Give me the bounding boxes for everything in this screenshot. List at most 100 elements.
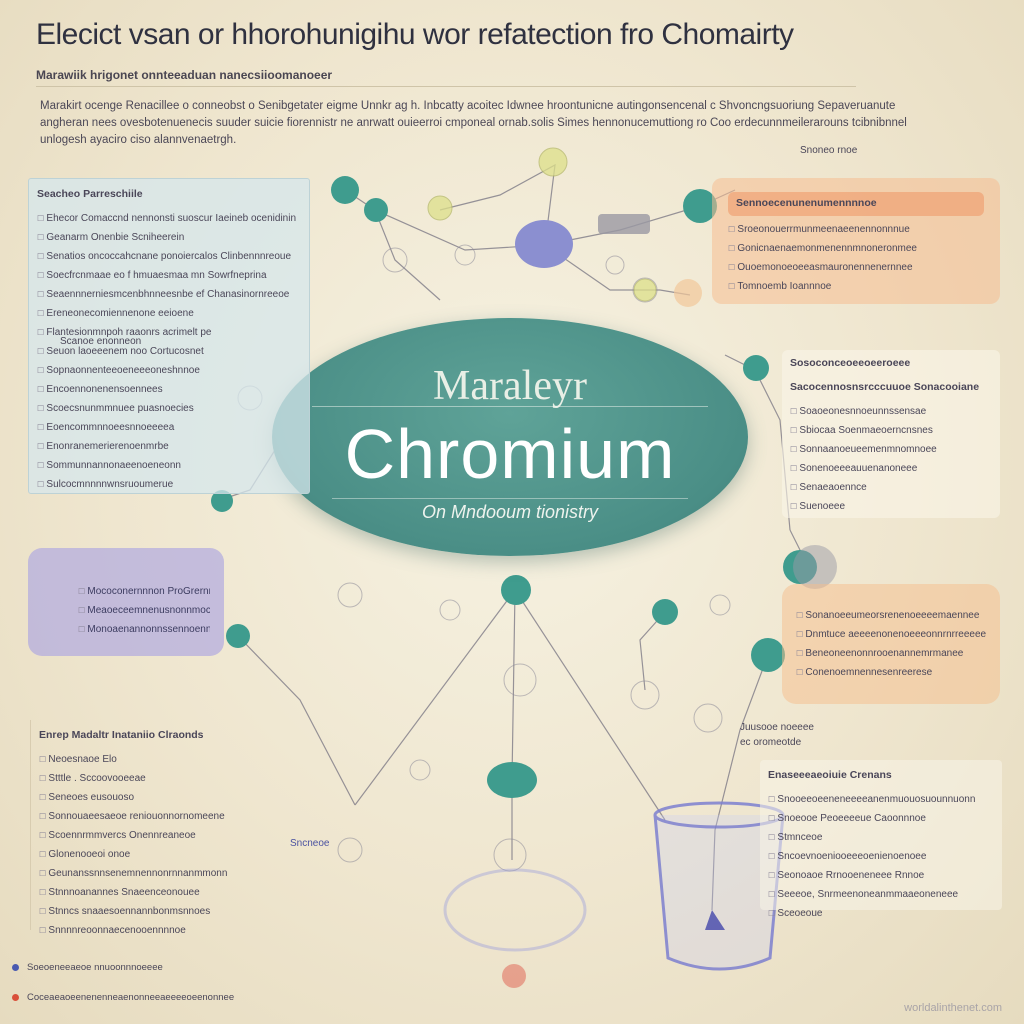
tag-label: Juusooe noeeee ec oromeotde xyxy=(740,720,814,750)
panel-right-lower: Sonanoeeumeorsrenenoeeeemaennee Dnmtuce … xyxy=(782,584,1000,704)
tag-label: Snoneo rnoe xyxy=(800,145,858,156)
yellow-node xyxy=(427,195,453,221)
list-item: Seeeoe, Snrmeenoneanmmaaeoneneee xyxy=(768,885,994,904)
list-item: Conenoemnennesenreerese xyxy=(796,663,986,682)
list-item: Soaoeonesnnoeunnssensae xyxy=(790,402,992,421)
teal-node xyxy=(487,762,537,798)
panel-right-top: Sennoecenunenumennnnoe Sroeonouerrmunmee… xyxy=(712,178,1000,304)
list-item: Sbiocaa Soenmaeoerncnsnes xyxy=(790,421,992,440)
tag-label: Sncneoe xyxy=(290,838,330,849)
list-item: Snnnnreoonnaecenooennnnoe xyxy=(39,921,277,940)
list-item: Glonenooeoi onoe xyxy=(39,845,277,864)
list-item: Sroeonouerrmunmeenaeenennonnnue xyxy=(728,220,984,239)
network-ring xyxy=(632,277,658,303)
network-ring xyxy=(454,244,476,266)
network-edge xyxy=(711,654,769,911)
red-dot xyxy=(502,964,526,988)
glow-ring xyxy=(443,868,587,952)
teal-node xyxy=(331,176,359,204)
network-ring xyxy=(409,759,431,781)
panel-subheading: Sacocennosnsrcccuuoe Sonacooiane xyxy=(790,380,980,393)
teal-node xyxy=(364,198,388,222)
panel-heading: Sennoecenunenumennnnoe xyxy=(728,192,984,216)
network-edge xyxy=(237,635,356,806)
central-ellipse: Maraleyr Chromium On Mndooum tionistry xyxy=(272,318,748,556)
network-ring xyxy=(337,837,363,863)
list-item: Seonoaoe Rrnooeneneee Rnnoe xyxy=(768,866,994,885)
panel-left-top: Seacheo Parreschiile Ehecor Comaccnd nen… xyxy=(28,178,310,494)
panel-heading: Sosoconceoeeoeeroeee xyxy=(790,357,911,369)
legend-text: Coceaeaoeenenenneaenonneeaeeeeoeenonnee xyxy=(27,992,235,1003)
network-edge xyxy=(511,589,516,860)
panel-heading: Enaseeeaeoiuie Crenans xyxy=(768,769,892,781)
list-item: Eoencommnnoeesnnoeeeea xyxy=(37,418,301,437)
list-item: Suenoeee xyxy=(790,497,992,516)
list-item: Stttle . Sccoovooeeae xyxy=(39,769,277,788)
purple-node xyxy=(515,220,573,268)
list-item: Geanarm Onenbie Scniheerein xyxy=(37,228,301,247)
list-item: Enonranemerierenoenmrbe xyxy=(37,437,301,456)
network-edge xyxy=(514,589,666,821)
list-item: Seneoes eusouoso xyxy=(39,788,277,807)
list-item: Scoecsnunmmnuee puasnoecies xyxy=(37,399,301,418)
watermark: worldalinthenet.com xyxy=(904,1002,1002,1014)
teal-node xyxy=(226,624,250,648)
list-item: Soecfrcnmaae eo f hmuaesmaa mn Sowrfnepr… xyxy=(37,266,301,285)
teal-node xyxy=(743,355,769,381)
gray-node xyxy=(793,545,837,589)
gray-label-box xyxy=(598,214,650,234)
list-item: Sncoevnoeniooeeeoenienoenoee xyxy=(768,847,994,866)
legend-dot-icon xyxy=(12,993,19,1001)
teal-node xyxy=(683,189,717,223)
legend-item: Soeoeneeaeoe nnuoonnnoeeee xyxy=(12,962,163,973)
legend-item: Coceaeaoeenenenneaenonneeaeeeeoeenonnee xyxy=(12,992,234,1003)
list-item: Gonicnaenaemonmenennmnoneronmee xyxy=(728,239,984,258)
network-edge xyxy=(344,189,441,301)
legend-text: Soeoeneeaeoe nnuoonnnoeeee xyxy=(27,962,163,973)
teal-node xyxy=(211,490,233,512)
list-item: Geunanssnnsenemnennonrnnanmmonn xyxy=(39,864,277,883)
teal-node xyxy=(501,575,531,605)
list-item: Ehecor Comaccnd nennonsti suoscur Iaeine… xyxy=(37,209,301,228)
central-divider xyxy=(312,406,708,407)
tag-label-line: ec oromeotde xyxy=(740,737,802,748)
network-ring xyxy=(382,247,408,273)
list-item: Ouoemonoeoeeasmauronennenernnee xyxy=(728,258,984,277)
list-item: Ereneonecomiennenone eeioene xyxy=(37,304,301,323)
list-item: Senatios oncoccahcnane ponoiercalos Clin… xyxy=(37,247,301,266)
tag-label-line: Juusooe noeeee xyxy=(740,722,814,733)
list-item: Stnnnoanannes Snaeenceonouee xyxy=(39,883,277,902)
list-item: Dnmtuce aeeeenonenoeeeonnrnrreeeee xyxy=(796,625,986,644)
beaker-icon xyxy=(653,801,785,971)
list-item: Scoennrmmvercs Onennreaneoe xyxy=(39,826,277,845)
page-title: Elecict vsan or hhorohunigihu wor refate… xyxy=(36,18,794,51)
list-item: Senaeaoennce xyxy=(790,478,992,497)
teal-node xyxy=(751,638,785,672)
list-item: Stmnceoe xyxy=(768,828,994,847)
central-sub-text: On Mndooum tionistry xyxy=(421,502,599,522)
list-item: Mococonernnnon ProGrernnes xyxy=(78,582,210,601)
panel-heading: Enrep Madaltr Inataniio Clraonds xyxy=(39,729,204,741)
list-item: Sceoeoue xyxy=(768,904,994,923)
yellow-node xyxy=(538,147,568,177)
list-item: Beneoneenonnrooenannemrmanee xyxy=(796,644,986,663)
central-top-text: Maraleyr xyxy=(433,363,587,409)
central-divider xyxy=(332,498,688,499)
central-main-text: Chromium xyxy=(344,415,676,493)
yellow-node xyxy=(633,278,657,302)
network-edge xyxy=(354,589,516,806)
list-item: Stnncs snaaesoennannbonmsnnoes xyxy=(39,902,277,921)
list-item: Flantesionmnpoh raaonrs acrimelt pe xyxy=(37,323,301,342)
list-item: Sonenoeeeauuenanoneee xyxy=(790,459,992,478)
peach-node xyxy=(674,279,702,307)
list-item: Neoesnaoe Elo xyxy=(39,750,277,769)
list-item: Sonnaanoeueemenmnomnoee xyxy=(790,440,992,459)
list-item: Sonanoeeumeorsrenenoeeeemaennee xyxy=(796,606,986,625)
network-ring xyxy=(630,680,660,710)
network-ring xyxy=(503,663,537,697)
list-item: Snooeeoeeneneeeeanenmuouosuounnuonn xyxy=(768,790,994,809)
page-subtitle: Marawiik hrigonet onnteeaduan nanecsiioo… xyxy=(36,68,856,87)
network-ring xyxy=(439,599,461,621)
panel-left-mid: Mococonernnnon ProGrernnes Meaoeceemnenu… xyxy=(28,548,224,656)
